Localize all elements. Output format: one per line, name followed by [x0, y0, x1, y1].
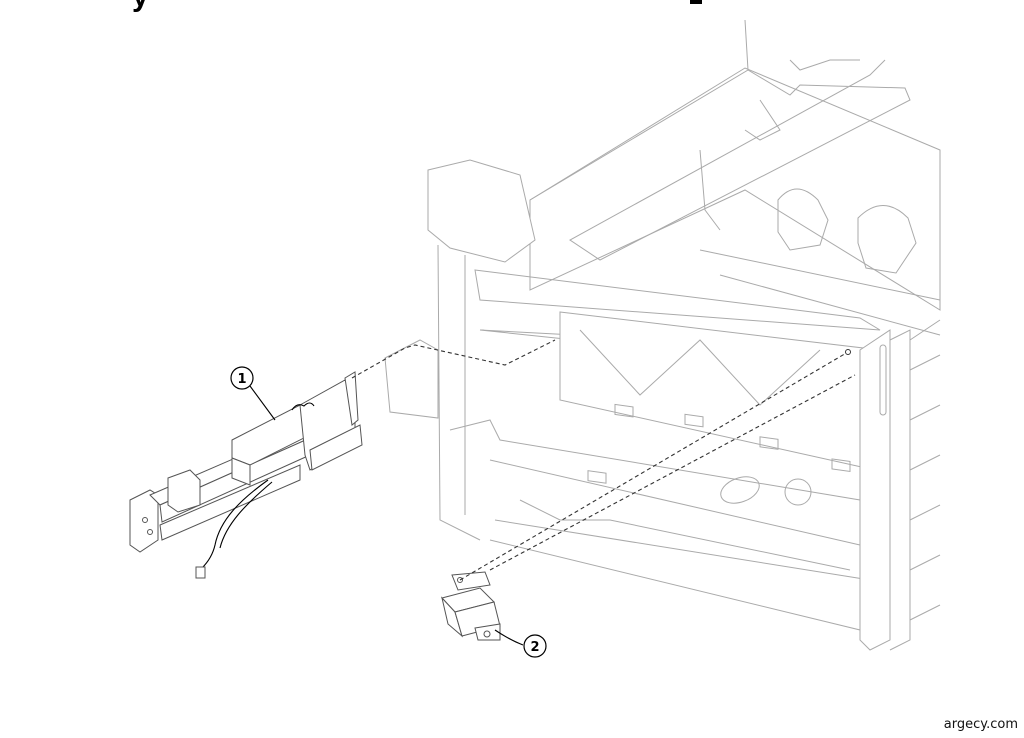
frame-bracket-b [699, 149, 721, 231]
frame-base-edge [489, 539, 871, 646]
part-2-screw-hole [483, 630, 491, 638]
alignment-line-part-2-lower [489, 374, 856, 571]
callout-2-circle [523, 634, 547, 658]
part-1-box [309, 424, 363, 471]
frame-bracket-a [744, 99, 781, 141]
part-1-hole-a [142, 517, 148, 523]
frame-base-inner [519, 499, 851, 571]
frame-drum-housing-b [857, 205, 917, 274]
frame-slot-5 [831, 458, 851, 473]
part-1-connector-plug [195, 566, 206, 579]
callout-2-leader [494, 629, 524, 646]
frame-left-column-outer [437, 244, 481, 541]
frame-drum-housing-a [777, 188, 829, 251]
frame-top-lip [789, 59, 860, 71]
part-2-top-flange [451, 571, 491, 591]
frame-lower-rail-a [489, 459, 861, 546]
callout-1-label: 1 [237, 372, 246, 387]
frame-tray-panel [559, 311, 881, 471]
frame-slot-3 [684, 413, 704, 428]
alignment-line-part-1 [351, 339, 556, 379]
frame-tray-ridges [579, 329, 821, 406]
part-2-box-component [441, 571, 501, 641]
frame-right-hatch-5 [909, 504, 941, 521]
frame-slot-2 [614, 403, 634, 418]
callout-1-leader [249, 385, 276, 421]
frame-right-side [889, 329, 911, 651]
frame-right-hatch-6 [909, 554, 941, 571]
frame-right-hatch-7 [909, 604, 941, 621]
part-1-mounting-tab [344, 371, 359, 426]
frame-right-slot [879, 344, 887, 416]
frame-upper-body [529, 67, 941, 311]
callout-1-circle [230, 366, 254, 390]
frame-right-hatch-1 [909, 319, 941, 341]
callout-1: 1 [230, 366, 276, 421]
frame-slot-4 [759, 436, 779, 450]
callout-2-label: 2 [530, 640, 539, 655]
frame-round-hole [784, 478, 812, 506]
frame-slot-1 [587, 470, 607, 484]
frame-right-hatch-3 [909, 404, 941, 421]
watermark-text: argecy.com [943, 717, 1018, 732]
part-1-spring [291, 402, 315, 411]
frame-left-cap [427, 159, 536, 263]
part-1-hole-b [147, 529, 153, 535]
frame-right-hatch-4 [909, 454, 941, 471]
frame-right-post [859, 329, 891, 651]
frame-lower-rail-b [494, 519, 871, 581]
part-1-housing-front [231, 457, 251, 486]
frame-side-bracket [384, 339, 439, 419]
printer-frame [384, 19, 941, 651]
alignment-line-part-2-upper [459, 351, 849, 581]
frame-top-rail [569, 59, 911, 261]
frame-cavity-line-b [719, 274, 941, 336]
part-1-rail-lower [159, 464, 301, 541]
part-1-sensor-assembly [129, 371, 363, 579]
title-fragment: y [132, 0, 149, 13]
callout-2: 2 [494, 629, 547, 658]
title-fragment-mark [690, 0, 702, 4]
frame-cavity-line-a [699, 249, 941, 301]
part-1-wire-harness-b [219, 481, 273, 549]
frame-beam-upper [474, 269, 881, 331]
alignment-target-hole [845, 349, 851, 355]
part-1-wire-harness [201, 479, 269, 569]
part-1-sensor-block [167, 469, 201, 513]
frame-right-hatch-2 [909, 354, 941, 371]
